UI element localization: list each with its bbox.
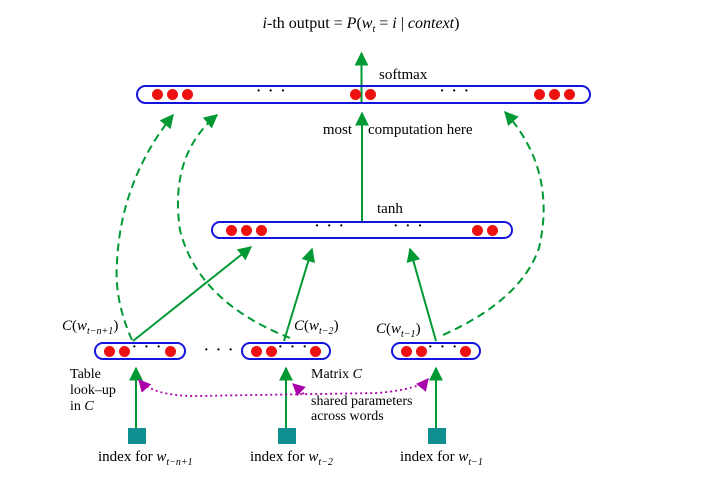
arrow-embedding3-to-tanh bbox=[406, 247, 437, 342]
neuron-group bbox=[459, 345, 471, 357]
dashed-skip-embedding2-to-softmax bbox=[176, 114, 291, 339]
most-computation-label-left: most bbox=[322, 122, 352, 138]
neuron-group bbox=[104, 345, 130, 357]
ellipsis-between-embeddings: · · · bbox=[204, 343, 236, 358]
neuron-dot bbox=[401, 345, 412, 357]
tanh-label: tanh bbox=[377, 201, 403, 217]
table-lookup-line2: look–up bbox=[70, 383, 116, 398]
embedding-label-3: C(wt−1) bbox=[376, 321, 421, 340]
neuron-group bbox=[350, 89, 377, 100]
neuron-dot bbox=[182, 89, 193, 100]
tanh-hidden-layer: · · · · · · bbox=[211, 219, 513, 239]
neuron-dot bbox=[104, 345, 115, 357]
neuron-group: · · · bbox=[393, 219, 425, 237]
neuron-group bbox=[152, 89, 193, 100]
neuron-group: · · · bbox=[131, 340, 163, 358]
neuron-dot bbox=[266, 345, 277, 357]
dashed-skip-embedding1-to-softmax bbox=[115, 113, 174, 341]
neuron-dot bbox=[350, 89, 362, 100]
dotted-shared-matrix-branch bbox=[292, 383, 306, 397]
neuron-dot bbox=[563, 89, 575, 100]
neuron-group bbox=[309, 345, 321, 357]
table-lookup-line1: Table bbox=[70, 367, 101, 382]
neuron-dot bbox=[119, 345, 130, 357]
table-lookup-label: Table look–up in C bbox=[70, 367, 116, 415]
ellipsis: · · · bbox=[314, 219, 346, 234]
neuron-group: · · · bbox=[277, 340, 309, 358]
ellipsis: · · · bbox=[427, 340, 459, 355]
neuron-dot bbox=[365, 89, 377, 100]
neuron-dot bbox=[152, 89, 163, 100]
neuron-dot bbox=[548, 89, 560, 100]
neuron-dot bbox=[167, 89, 178, 100]
table-lookup-line3: in C bbox=[70, 399, 94, 414]
index-label-1: index for wt−n+1 bbox=[98, 449, 193, 468]
matrix-c-label: Matrix C bbox=[311, 367, 362, 382]
ellipsis: · · · bbox=[277, 340, 309, 355]
embedding-layer-3: · · · bbox=[391, 340, 481, 360]
word-index-node-1 bbox=[128, 428, 146, 444]
neuron-dot bbox=[164, 345, 176, 357]
neuron-group: · · · bbox=[427, 340, 459, 358]
shared-parameters-label: shared parameters across words bbox=[311, 394, 412, 424]
neuron-dot bbox=[487, 224, 498, 236]
neuron-group: · · · bbox=[439, 83, 471, 102]
neuron-group: · · · bbox=[314, 219, 346, 237]
dashed-skip-embedding3-to-softmax bbox=[442, 110, 545, 336]
shared-parameters-line2: across words bbox=[311, 409, 384, 424]
output-formula: i-th output = P(wt = i | context) bbox=[262, 15, 460, 36]
arrow-embedding1-to-tanh bbox=[132, 246, 253, 342]
neuron-group bbox=[472, 224, 498, 236]
neuron-group bbox=[226, 224, 267, 236]
index-label-3: index for wt−1 bbox=[400, 449, 483, 468]
index-label-2: index for wt−2 bbox=[250, 449, 333, 468]
neuron-dot bbox=[472, 224, 483, 236]
neuron-dot bbox=[459, 345, 471, 357]
word-index-node-3 bbox=[428, 428, 446, 444]
embedding-layer-2: · · · bbox=[241, 340, 331, 360]
ellipsis: · · · bbox=[256, 83, 288, 99]
neuron-group bbox=[251, 345, 277, 357]
ellipsis: · · · bbox=[393, 219, 425, 234]
neuron-dot bbox=[226, 224, 237, 236]
neuron-dot bbox=[241, 224, 252, 236]
ellipsis: · · · bbox=[439, 83, 471, 99]
most-computation-label-right: computation here bbox=[368, 122, 473, 138]
neuron-group bbox=[164, 345, 176, 357]
neuron-dot bbox=[309, 345, 321, 357]
neuron-group bbox=[533, 89, 575, 100]
embedding-label-1: C(wt−n+1) bbox=[62, 318, 119, 337]
ellipsis: · · · bbox=[131, 340, 163, 355]
dotted-shared-matrix-link bbox=[138, 378, 429, 397]
neuron-dot bbox=[416, 345, 427, 357]
word-index-node-2 bbox=[278, 428, 296, 444]
shared-parameters-line1: shared parameters bbox=[311, 394, 413, 409]
neuron-group bbox=[401, 345, 427, 357]
softmax-output-layer: · · · · · · bbox=[136, 83, 591, 104]
arrow-embedding2-to-tanh bbox=[283, 247, 316, 342]
neuron-dot bbox=[533, 89, 545, 100]
embedding-label-2: C(wt−2) bbox=[294, 318, 339, 337]
neuron-dot bbox=[251, 345, 262, 357]
embedding-layer-1: · · · bbox=[94, 340, 186, 360]
neuron-dot bbox=[256, 224, 267, 236]
softmax-label: softmax bbox=[379, 67, 428, 83]
neuron-group: · · · bbox=[256, 83, 288, 102]
